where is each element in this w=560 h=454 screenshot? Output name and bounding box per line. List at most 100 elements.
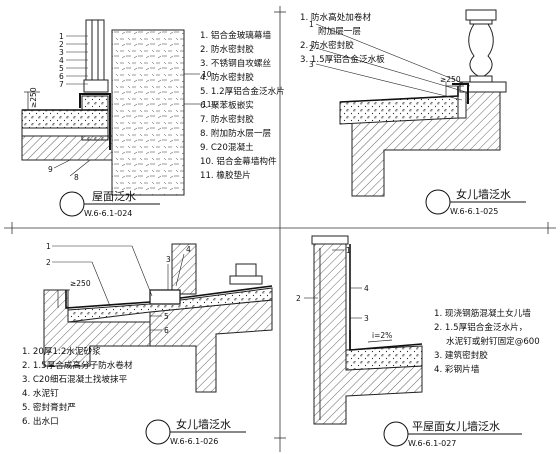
note-5: 5. 密封膏封严	[22, 401, 76, 413]
note-4: 4. 防水密封胶	[200, 71, 254, 83]
note-2: 2. 1.5厚铝合金泛水片，	[434, 321, 527, 333]
detail-title: 平屋面女儿墙泛水	[412, 419, 500, 433]
callout-3: 3	[166, 255, 171, 264]
roof-layers	[345, 345, 423, 371]
flashing-plate	[349, 330, 423, 351]
notes-list: 1. 铝合金玻璃幕墙 2. 防水密封胶 3. 不锈钢自攻螺丝 4. 防水密封胶 …	[200, 29, 285, 181]
callout-4: 4	[59, 56, 64, 65]
note-2: 2. 防水密封胶	[300, 39, 354, 51]
note-2-cont: 水泥钉或射钉固定@600	[446, 335, 540, 347]
callout-numbers: 1 2 3 4 5 6	[46, 242, 191, 335]
slope-arrow	[367, 339, 393, 343]
flashing-plate	[452, 83, 469, 104]
callout-5: 5	[164, 312, 169, 321]
callout-2: 2	[296, 294, 301, 303]
dimension-marker	[54, 289, 70, 308]
note-7: 7. 防水密封胶	[200, 113, 254, 125]
detail-title-block: 女儿墙泛水 W.6-6.1-025	[425, 187, 526, 216]
note-8: 8. 附加防水层一层	[200, 127, 271, 139]
parapet-coping	[459, 81, 507, 93]
detail-title: 女儿墙泛水	[456, 187, 511, 201]
note-10: 10. 铝合金幕墙构件	[200, 155, 277, 167]
notes-list: 1. 防水高处加卷材 附加层一层 2. 防水密封胶 3. 1.5厚铝合金泛水板	[300, 11, 385, 65]
callout-9: 9	[48, 165, 53, 174]
callout-2: 2	[309, 44, 314, 53]
callout-1: 1	[346, 246, 351, 255]
waterproof-line	[65, 285, 273, 309]
callout-11: 11	[202, 100, 212, 109]
note-3: 3. 1.5厚铝合金泛水板	[300, 53, 385, 65]
roof-slab	[21, 135, 113, 161]
callout-3: 3	[309, 60, 314, 69]
callout-7: 7	[59, 80, 64, 89]
note-1: 1. 现浇钢筋混凝土女儿墙	[434, 307, 531, 319]
detail-code: W.6-6.1-024	[84, 209, 132, 218]
notes-list: 1. 20厚1:2水泥砂浆 2. 1.5厚合成高分子防水卷材 3. C20细石混…	[22, 345, 133, 427]
detail-code: W.6-6.1-025	[450, 207, 498, 216]
callout-8: 8	[74, 173, 79, 182]
divider-tick-marks	[11, 11, 549, 439]
callout-2: 2	[46, 258, 51, 267]
waterproof-line	[339, 86, 459, 103]
quadrant-dividers	[4, 6, 556, 452]
drain-outlet	[149, 289, 181, 305]
callout-1: 1	[309, 20, 314, 29]
callout-leaders	[53, 35, 200, 177]
parapet-structure	[313, 239, 423, 425]
masonry-wall	[111, 29, 185, 196]
slope-label: i=2%	[372, 331, 392, 340]
roof-screed	[21, 127, 109, 137]
detail-title-block: 平屋面女儿墙泛水 W.6-6.1-027	[383, 419, 522, 448]
callout-6: 6	[59, 72, 64, 81]
detail-title-block: 屋面泛水 W.6-6.1-024	[59, 190, 160, 218]
detail-code: W.6-6.1-027	[408, 439, 456, 448]
detail-flat-roof-parapet-flashing: i=2% 1 4 2 3 1. 现浇钢筋混凝土女儿墙 2. 1.5厚铝合金泛水片…	[296, 235, 540, 448]
callout-4: 4	[364, 284, 369, 293]
right-parapet	[171, 243, 197, 295]
callout-1: 1	[46, 242, 51, 251]
detail-title: 屋面泛水	[92, 190, 136, 203]
callout-10: 10	[202, 70, 212, 79]
note-3: 3. 不锈钢自攻螺丝	[200, 57, 271, 69]
callout-2: 2	[59, 40, 64, 49]
detail-title-block: 女儿墙泛水 W.6-6.1-026	[145, 417, 246, 446]
detail-code: W.6-6.1-026	[170, 437, 218, 446]
callout-leaders	[315, 23, 471, 101]
callout-1: 1	[59, 32, 64, 41]
note-11: 11. 橡胶垫片	[200, 169, 251, 181]
callout-numbers: 1 4 2 3	[296, 246, 369, 323]
note-2: 2. 防水密封胶	[200, 43, 254, 55]
balustrade	[465, 9, 497, 83]
detail-title: 女儿墙泛水	[176, 417, 231, 431]
callout-4: 4	[186, 245, 191, 254]
callout-numbers: 1 2 3 4 5 6 7 8 9 10 11	[48, 32, 212, 182]
note-4: 4. 水泥钉	[22, 387, 59, 399]
dimension-label: ≥250	[70, 279, 91, 288]
callout-6: 6	[164, 326, 169, 335]
note-2: 2. 1.5厚合成高分子防水卷材	[22, 359, 133, 371]
curtain-wall-frame	[83, 19, 109, 93]
railing	[229, 263, 263, 285]
callout-3: 3	[364, 314, 369, 323]
callout-3: 3	[59, 48, 64, 57]
note-3: 3. C20细石混凝土找坡抹平	[22, 373, 128, 385]
note-1: 1. 20厚1:2水泥砂浆	[22, 345, 101, 357]
callout-leaders	[52, 245, 185, 331]
note-6: 6. 出水口	[22, 415, 59, 427]
dimension-label: ≥250	[440, 75, 461, 84]
note-1: 1. 防水高处加卷材	[300, 11, 371, 23]
aluminum-flashing	[79, 93, 111, 150]
note-1: 1. 铝合金玻璃幕墙	[200, 29, 271, 41]
note-4: 4. 彩钢片墙	[434, 363, 480, 375]
callout-5: 5	[59, 64, 64, 73]
right-slab	[149, 299, 273, 393]
note-1-cont: 附加层一层	[318, 25, 361, 37]
note-3: 3. 建筑密封胶	[434, 349, 488, 361]
dimension-label: ≥250	[29, 87, 38, 108]
detail-parapet-flashing-1: ≥250 1 2 3 1. 防水高处加卷材 附加层一层 2. 防水密封胶 3. …	[300, 9, 526, 216]
note-9: 9. C20混凝土	[200, 141, 254, 153]
notes-list: 1. 现浇钢筋混凝土女儿墙 2. 1.5厚铝合金泛水片， 水泥钉或射钉固定@60…	[434, 307, 540, 375]
note-6: 6. 聚苯板嵌实	[200, 99, 254, 111]
note-5: 5. 1.2厚铝合金泛水片	[200, 85, 285, 97]
